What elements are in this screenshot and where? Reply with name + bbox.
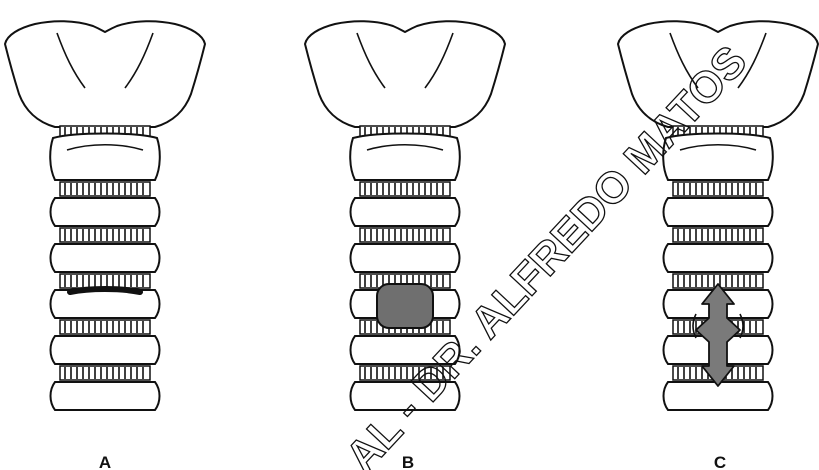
window-opening <box>377 284 433 328</box>
panel-label-b: B <box>402 453 414 470</box>
larynx <box>305 21 505 127</box>
incision-mark <box>70 289 140 292</box>
larynx <box>5 21 205 127</box>
trachea <box>50 126 160 410</box>
panel-label-c: C <box>714 453 726 470</box>
panel-label-a: A <box>99 453 111 470</box>
panel-a <box>5 21 205 410</box>
